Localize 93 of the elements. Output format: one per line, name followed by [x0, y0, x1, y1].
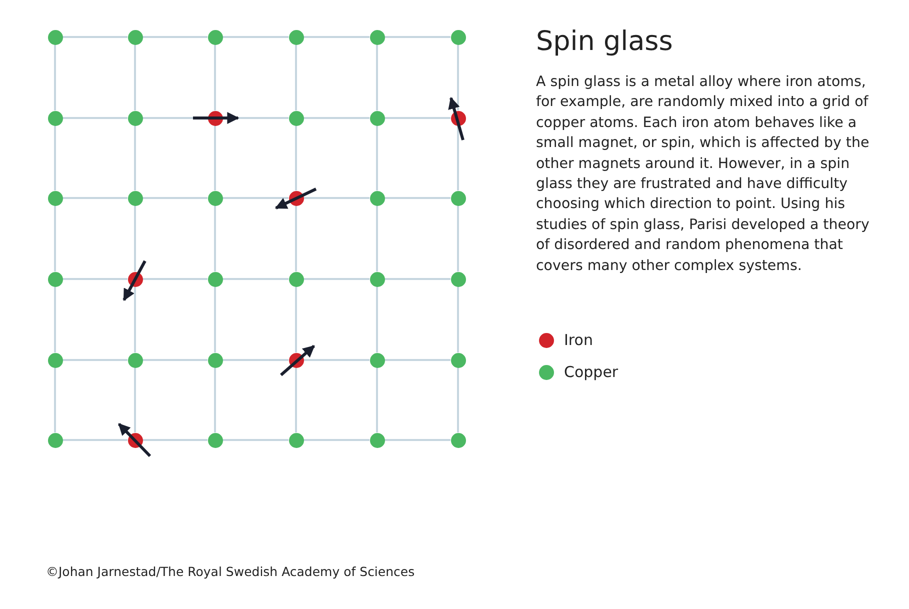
copper-atom [288, 432, 304, 448]
grid-line [62, 36, 128, 38]
grid-line [134, 368, 136, 432]
grid-line [457, 286, 459, 352]
copper-atom [450, 432, 466, 448]
copper-atom [450, 30, 466, 44]
copper-atom [208, 30, 222, 44]
grid-line [142, 359, 208, 361]
grid-line [304, 439, 370, 441]
grid-line [384, 359, 450, 361]
grid-line [134, 206, 136, 272]
copper-atom [128, 30, 142, 44]
grid-line [304, 197, 370, 199]
grid-line [304, 278, 370, 280]
grid-line [214, 286, 216, 352]
grid-line [214, 206, 216, 272]
grid-line [295, 126, 297, 190]
grid-line [222, 359, 288, 361]
copper-atom [288, 30, 304, 44]
grid-line [295, 286, 297, 352]
grid-line [134, 126, 136, 190]
grid-line [384, 36, 450, 38]
grid-line [214, 44, 216, 110]
copper-atom [450, 190, 466, 206]
grid-line [457, 126, 459, 190]
copper-atom [288, 110, 304, 126]
copper-atom [208, 432, 222, 448]
copper-atom [370, 352, 384, 368]
legend-label: Iron [564, 331, 593, 349]
copper-atom [208, 352, 222, 368]
grid-line [62, 278, 128, 280]
grid-line [457, 368, 459, 432]
copper-atom [48, 110, 62, 126]
copper-atom [370, 30, 384, 44]
grid-line [54, 286, 56, 352]
grid-line [295, 44, 297, 110]
grid-line [54, 368, 56, 432]
grid-line [214, 368, 216, 432]
grid-line [376, 286, 378, 352]
grid-line [222, 197, 288, 199]
copper-atom [370, 190, 384, 206]
grid-line [62, 359, 128, 361]
grid-line [134, 286, 136, 352]
credit-text: ©Johan Jarnestad/The Royal Swedish Academy of Sciences [46, 564, 415, 579]
grid-line [142, 278, 208, 280]
grid-line [142, 197, 208, 199]
grid-line [295, 206, 297, 272]
grid-line [457, 44, 459, 110]
grid-line [222, 439, 288, 441]
grid-line [384, 278, 450, 280]
grid-line [295, 368, 297, 432]
grid-line [222, 278, 288, 280]
copper-atom [370, 272, 384, 286]
description-text: A spin glass is a metal alloy where iron atoms, for example, are randomly mixed into a grid of copper atoms. Each iron atom behaves like a small magnet, or spin, which is affected by the other magnets around it. However, in a spin glass they are frustrated and have difficulty choosing which direction to point. Using his studies of spin glass, Parisi developed a theory of disordered and random phenomena that covers many other complex systems. [536, 73, 870, 276]
grid-line [62, 439, 128, 441]
copper-atom [48, 190, 62, 206]
copper-atom [128, 190, 142, 206]
copper-atom [208, 272, 222, 286]
copper-atom [288, 272, 304, 286]
copper-atom [450, 352, 466, 368]
grid-line [457, 206, 459, 272]
grid-line [222, 36, 288, 38]
grid-line [304, 36, 370, 38]
copper-atom [128, 110, 142, 126]
grid-line [54, 44, 56, 110]
grid-line [62, 197, 128, 199]
grid-line [62, 117, 128, 119]
title: Spin glass [536, 26, 673, 57]
copper-atom [370, 432, 384, 448]
grid-line [142, 439, 208, 441]
copper-atom [450, 272, 466, 286]
grid-line [376, 126, 378, 190]
copper-atom [208, 190, 222, 206]
copper-atom [370, 110, 384, 126]
grid-line [304, 359, 370, 361]
grid-line [376, 368, 378, 432]
grid-line [384, 197, 450, 199]
legend-label: Copper [564, 363, 618, 381]
grid-line [376, 44, 378, 110]
grid-line [54, 206, 56, 272]
grid-line [214, 126, 216, 190]
copper-atom [128, 352, 142, 368]
grid-line [304, 117, 370, 119]
copper-atom [48, 30, 62, 44]
grid-line [142, 36, 208, 38]
copper-atom [48, 432, 62, 448]
grid-line [384, 439, 450, 441]
grid-line [384, 117, 450, 119]
grid-line [134, 44, 136, 110]
copper-atom [48, 272, 62, 286]
grid-line [376, 206, 378, 272]
copper-atom [48, 352, 62, 368]
grid-line [54, 126, 56, 190]
